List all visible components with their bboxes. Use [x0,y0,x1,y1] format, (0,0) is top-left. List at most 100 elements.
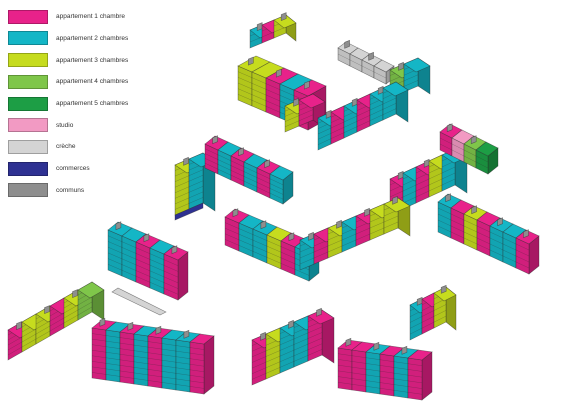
legend-item-commerces: commerces [8,160,168,178]
floor-line [476,243,491,251]
floor-line [463,225,478,233]
floor-line [256,182,271,189]
floor-line [407,392,423,395]
floor-line [21,328,37,338]
floor-line [175,373,191,376]
floor-line [188,174,204,182]
floor-line [365,363,381,366]
floor-line [265,361,281,368]
floor-line [105,374,121,377]
floor-line [265,350,281,357]
floor-line [463,155,477,163]
floor-line [489,237,504,245]
floor-line [393,372,409,376]
building-17-front [407,357,423,401]
floor-line [280,246,296,253]
building-17-front [365,351,381,395]
floor-line [284,115,300,122]
legend-item-t1: appartement 1 chambre [8,8,168,26]
floor-line [450,225,465,233]
legend-swatch [8,139,48,154]
floor-line [133,339,149,342]
building-5-core [325,109,332,119]
legend-item-communs: communs [8,182,168,200]
building-5-core [351,97,358,107]
floor-line [307,332,323,339]
floor-line [237,88,253,95]
floor-line [437,225,452,233]
building-7-roof [269,165,294,181]
floor-line [437,207,452,215]
floor-line [343,115,358,123]
floor-line [403,74,419,82]
floor-line [279,349,295,357]
floor-line [409,327,423,335]
floor-line [224,233,240,241]
building-15-front [161,337,177,391]
floor-line [269,183,284,190]
floor-line [121,247,137,254]
legend-item-t3: appartement 3 chambres [8,51,168,69]
floor-line [107,258,123,265]
legend-swatch [8,53,48,68]
floor-line [379,370,395,374]
floor-line [147,374,163,378]
building-0-core [275,68,282,78]
floor-line [119,337,135,340]
building-12-core [308,231,314,241]
legend-swatch [8,118,48,133]
floor-line [91,349,107,353]
building-6-core [183,156,189,166]
floor-line [174,175,190,182]
floor-line [119,365,135,368]
building-10-core [471,205,477,215]
floor-line [107,241,123,248]
floor-line [238,245,254,252]
floor-line [379,382,395,385]
building-15-core [127,321,134,331]
floor-line [266,251,282,259]
floor-line [298,109,314,116]
floor-line [133,367,149,370]
floor-line [21,333,37,343]
floor-line [175,361,191,365]
floor-line [265,94,281,102]
floor-line [402,184,417,192]
building-16-core [260,331,266,341]
building-13-core [44,305,50,315]
building-18-core [416,296,423,306]
legend-item-creche: crèche [8,138,168,156]
floor-line [379,376,395,380]
floor-line [105,363,121,366]
building-4-roof [298,93,326,109]
floor-line [441,172,456,180]
floor-line [21,338,37,348]
floor-line [251,373,267,380]
legend-swatch [8,9,48,24]
building-15-front [189,341,205,395]
floor-line [421,310,435,317]
building-14-core [171,245,178,255]
floor-line [265,83,281,90]
legend-item-t5: appartement 5 chambres [8,95,168,113]
building-1-core [256,22,263,32]
floor-line [515,243,530,251]
floor-line [515,255,530,263]
floor-line [356,120,371,127]
building-0-core [303,80,310,90]
floor-line [251,367,267,374]
floor-line [294,269,310,276]
building-17-front [379,353,395,397]
building-10-core [523,229,529,239]
building-14-core [143,233,150,243]
floor-line [121,241,137,248]
floor-line [341,233,357,241]
floor-line [252,234,268,241]
floor-line [217,164,232,171]
floor-line [243,180,258,188]
floor-line [252,239,268,247]
floor-line [107,264,123,271]
building-11-core [288,232,295,242]
floor-line [265,344,281,352]
floor-line [243,176,258,183]
